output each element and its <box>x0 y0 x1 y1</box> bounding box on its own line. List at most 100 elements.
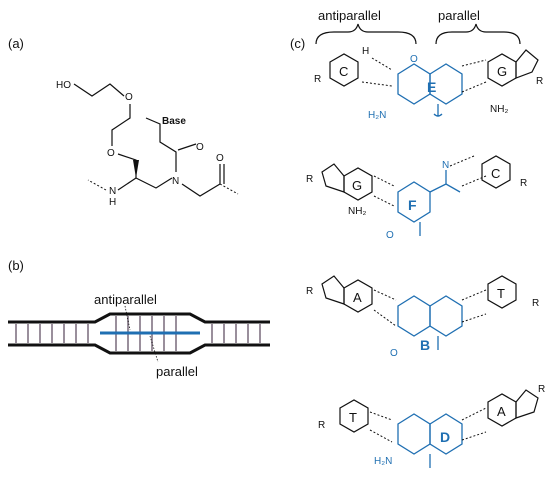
leader-antiparallel <box>124 305 131 331</box>
atom-nh2-row1-r: NH₂ <box>490 104 508 115</box>
hbond-2a <box>373 175 395 187</box>
atom-nh-h: H <box>109 197 116 208</box>
strand-top <box>8 312 270 324</box>
panel-label-a: (a) <box>8 36 24 51</box>
label-parallel-b: parallel <box>156 364 198 379</box>
bond-carbonyl2-double <box>219 164 225 184</box>
atom-r-row1: R <box>314 74 321 85</box>
base-right-row2: C <box>491 166 500 181</box>
atom-o-row1: O <box>410 54 418 65</box>
ring-d-right <box>429 413 463 455</box>
ring-c-row2 <box>481 155 511 189</box>
hbond-2b <box>373 195 395 207</box>
atom-ho: HO <box>56 80 71 91</box>
ring-b-right <box>429 295 463 337</box>
header-antiparallel: antiparallel <box>318 8 381 23</box>
atom-r-row4: R <box>318 420 325 431</box>
hbond-3d <box>461 313 487 323</box>
ring-b-left <box>397 295 431 337</box>
ring-c-row1 <box>329 53 359 87</box>
ring-g-row2-5 <box>321 163 345 193</box>
bond-carbonyl1 <box>177 143 197 151</box>
hbond-1d <box>461 81 487 93</box>
atom-nh2-row1-l: H <box>362 46 369 57</box>
atom-o-carbonyl1: O <box>196 142 204 153</box>
hbond-1b <box>361 81 393 87</box>
panel-label-c: (c) <box>290 36 305 51</box>
panel-label-b: (b) <box>8 258 24 273</box>
hbond-3b <box>373 309 397 327</box>
bond-backbone-right-dashed <box>219 183 239 195</box>
hbond-4b <box>369 429 393 443</box>
bond-to-n <box>135 177 173 189</box>
base-center-row4: D <box>440 429 450 445</box>
base-right-row4: A <box>497 404 506 419</box>
atom-r-row2-r: R <box>520 178 527 189</box>
atom-n-row2: N <box>442 160 449 171</box>
ring-f <box>397 181 431 223</box>
triad-row-2: G R NH₂ F O N C R <box>306 155 527 241</box>
hbond-1a <box>371 57 393 71</box>
brace-antiparallel <box>315 23 417 45</box>
base-center-row2: F <box>408 197 417 213</box>
atom-o-row3: O <box>390 348 398 359</box>
ring-g-5 <box>515 49 539 79</box>
bond-to-base <box>145 117 177 172</box>
atom-nh-n: N <box>109 186 116 197</box>
wedge-bond <box>133 160 139 178</box>
base-right-row3: T <box>497 286 505 301</box>
atom-o1: O <box>125 92 133 103</box>
atom-r-row3: R <box>306 286 313 297</box>
triad-row-1: C R H E O H₂N G NH₂ R <box>314 46 543 121</box>
hbond-4c <box>461 407 487 421</box>
linker-row1 <box>433 104 443 117</box>
base-left-row2: G <box>352 178 362 193</box>
bond-chain-2 <box>111 104 131 146</box>
atom-r-row3-r: R <box>532 298 539 309</box>
label-antiparallel-b: antiparallel <box>94 292 157 307</box>
brace-parallel <box>435 23 521 45</box>
base-left-row4: T <box>349 410 357 425</box>
atom-o-carbonyl2: O <box>216 153 224 164</box>
atom-o-row2: O <box>386 230 394 241</box>
base-center-row3: B <box>420 337 430 353</box>
hbond-4d <box>461 431 487 441</box>
ring-a-row3-5 <box>321 275 345 305</box>
panel-a-structure: HO O O N H N Base O O <box>56 80 239 208</box>
panel-b-schematic: antiparallel parallel <box>8 292 270 379</box>
bond-backbone-right <box>181 183 221 197</box>
atom-base: Base <box>162 116 186 127</box>
ring-d-left <box>397 413 431 455</box>
bond-chain-1 <box>73 83 125 97</box>
triad-row-4: T R D H₂N A R <box>318 384 545 468</box>
hbond-2d <box>449 155 475 167</box>
atom-r-row4-r: R <box>538 384 545 395</box>
amidine-row2 <box>429 170 461 193</box>
hbond-1c <box>461 59 487 67</box>
bond-backbone-left-dashed <box>87 179 107 191</box>
base-center-row1: E <box>427 79 436 95</box>
triad-row-3: A R B O T R <box>306 275 539 359</box>
base-left-row3: A <box>353 290 362 305</box>
ring-e-left <box>397 63 431 105</box>
atom-r-row2: R <box>306 174 313 185</box>
ring-e-right <box>429 63 463 105</box>
ring-a-row4-5 <box>515 389 539 419</box>
atom-h2n-row1: H₂N <box>368 110 386 121</box>
bond-chain-3 <box>117 153 137 178</box>
strand-bottom <box>8 343 270 355</box>
base-right-row1: G <box>497 64 507 79</box>
hbond-3a <box>373 289 397 301</box>
atom-o2: O <box>107 148 115 159</box>
bond-nh <box>117 177 137 191</box>
header-parallel: parallel <box>438 8 480 23</box>
base-left-row1: C <box>339 64 348 79</box>
ring-t-row3 <box>487 275 517 309</box>
hbond-3c <box>461 289 487 301</box>
ring-t-row4 <box>339 399 369 433</box>
atom-r-row1-r: R <box>536 76 543 87</box>
atom-h2n-row4: H₂N <box>374 456 392 467</box>
atom-n-backbone: N <box>172 176 179 187</box>
atom-nh2-row2: NH₂ <box>348 206 366 217</box>
